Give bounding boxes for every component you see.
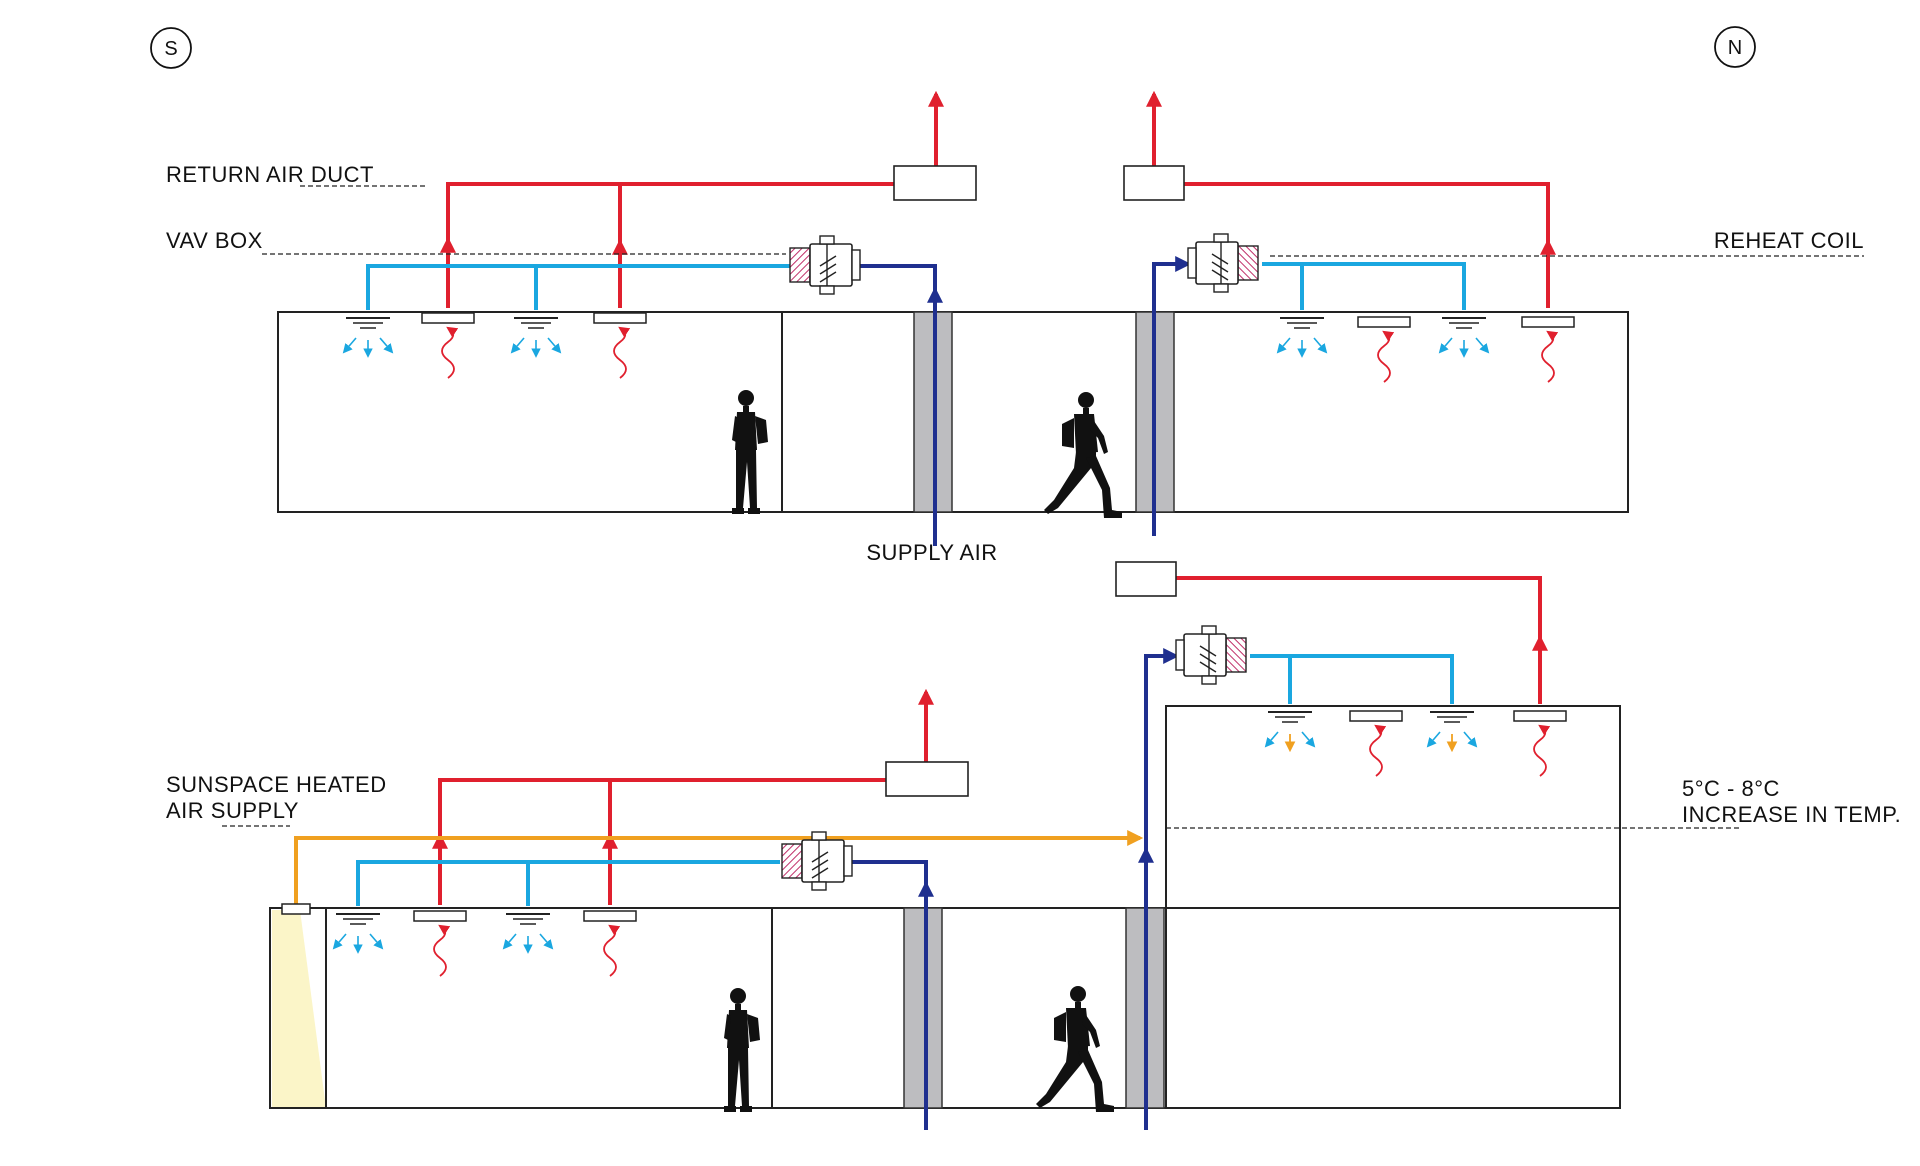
top-supply-branch-left <box>366 264 790 310</box>
return-grille-icon <box>594 313 646 378</box>
top-exhaust-box-right <box>1123 165 1185 201</box>
supply-diffuser-icon <box>344 318 392 356</box>
return-grille-icon <box>1350 711 1402 776</box>
label-temp-line1: 5°C - 8°C <box>1682 776 1780 801</box>
top-supply-branch-right <box>1262 262 1466 310</box>
top-building-outline <box>277 311 1629 513</box>
bottom-return-duct-right <box>1115 561 1548 704</box>
bottom-main-supply-right <box>1144 648 1180 1130</box>
supply-diffuser-icon <box>1428 712 1476 750</box>
label-temp-line2: INCREASE IN TEMP. <box>1682 802 1901 827</box>
compass-south-label: S <box>164 38 177 60</box>
top-section: RETURN AIR DUCT VAV BOX REHEAT COIL SUPP… <box>166 90 1864 565</box>
bottom-exhaust-box-left <box>885 761 969 797</box>
return-grille-icon <box>1514 711 1566 776</box>
vav-box-icon <box>781 831 853 891</box>
sunspace-air-duct <box>294 830 1144 908</box>
top-main-supply-right <box>1152 256 1192 536</box>
bottom-main-supply-left <box>850 860 928 1130</box>
supply-diffuser-icon <box>504 914 552 952</box>
top-return-duct-right <box>1123 90 1556 308</box>
label-vav-box: VAV BOX <box>166 228 263 253</box>
label-reheat-coil: REHEAT COIL <box>1714 228 1864 253</box>
top-main-supply-left <box>858 264 937 546</box>
vav-box-icon <box>789 235 861 295</box>
bottom-building-outline <box>269 907 1621 1109</box>
person-standing-icon <box>724 988 760 1112</box>
supply-diffuser-icon <box>512 318 560 356</box>
compass-south: S <box>150 27 192 69</box>
label-sunspace-line1: SUNSPACE HEATED <box>166 772 387 797</box>
upper-floor-outline <box>1165 705 1621 909</box>
top-return-duct-left <box>440 90 977 308</box>
person-standing-icon <box>732 390 768 514</box>
sunspace-glazing <box>272 910 326 1108</box>
return-grille-icon <box>1358 317 1410 382</box>
supply-diffuser-icon <box>1440 318 1488 356</box>
vav-box-icon <box>1176 626 1246 684</box>
return-grille-icon <box>1522 317 1574 382</box>
supply-diffuser-icon <box>1266 712 1314 750</box>
bottom-supply-branch-left <box>356 860 780 906</box>
bottom-return-duct-left <box>432 688 969 905</box>
bottom-supply-branch-right <box>1250 654 1454 704</box>
bottom-shaft-left <box>903 907 943 1109</box>
compass-north-label: N <box>1728 37 1742 59</box>
bottom-exhaust-box-right <box>1115 561 1177 597</box>
label-supply-air: SUPPLY AIR <box>866 540 997 565</box>
person-walking-icon <box>1044 392 1122 518</box>
label-return-air-duct: RETURN AIR DUCT <box>166 162 374 187</box>
return-grille-icon <box>584 911 636 976</box>
return-grille-icon <box>422 313 474 378</box>
label-sunspace-line2: AIR SUPPLY <box>166 798 299 823</box>
return-grille-icon <box>414 911 466 976</box>
person-walking-icon <box>1036 986 1114 1112</box>
compass-north: N <box>1714 26 1756 68</box>
vav-box-icon <box>1188 234 1258 292</box>
supply-diffuser-icon <box>1278 318 1326 356</box>
supply-diffuser-icon <box>334 914 382 952</box>
bottom-section: SUNSPACE HEATED AIR SUPPLY 5°C - 8°C INC… <box>166 561 1901 1130</box>
top-exhaust-box-left <box>893 165 977 201</box>
